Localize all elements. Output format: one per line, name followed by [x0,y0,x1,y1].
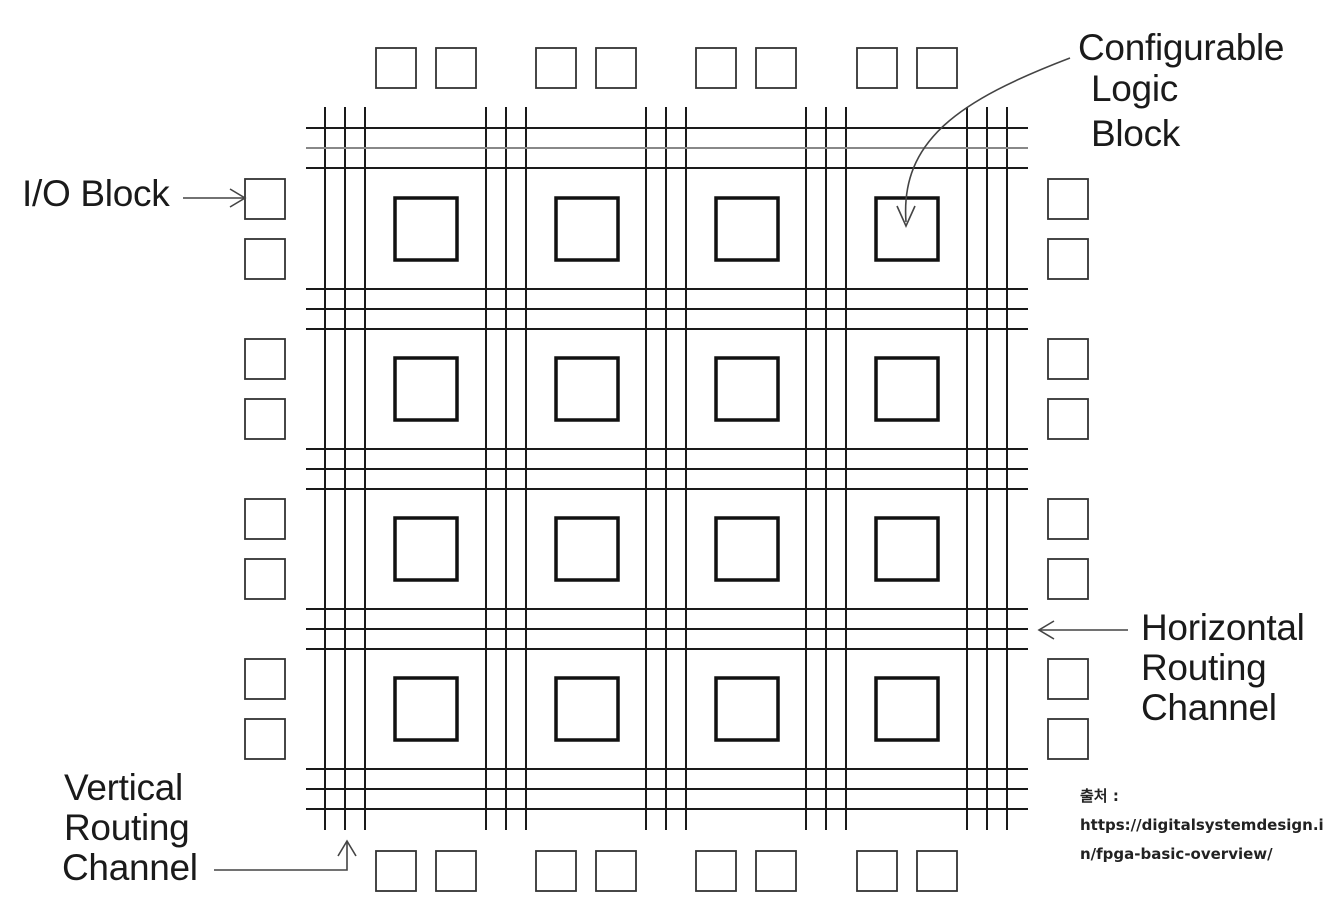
horizontal-arrowhead [1037,620,1055,640]
clb-r4-c3 [714,676,780,742]
vertical-arrowhead [337,839,357,857]
clb-r4-c4 [874,676,940,742]
io-right-4 [1047,398,1089,440]
clb-label-line-1: Configurable [1078,27,1285,68]
clb-r1-c2 [554,196,620,262]
io-left-7 [244,658,286,700]
source-credit: 출처 : https://digitalsystemdesign.i n/fpg… [1080,782,1324,869]
annotation-arrows [183,57,1128,871]
io-top-5 [695,47,737,89]
vertical-label-line-2: Routing [64,807,190,848]
clb-r3-c2 [554,516,620,582]
vertical-channel-label: Vertical Routing Channel [62,767,198,888]
io-bottom-8 [916,850,958,892]
io-left-1 [244,178,286,220]
source-url-line-2[interactable]: n/fpga-basic-overview/ [1080,845,1273,863]
io-bottom-4 [595,850,637,892]
vertical-label-line-3: Channel [62,847,198,888]
io-block-label: I/O Block [22,173,170,214]
vertical-arrow [214,842,348,871]
clb-r2-c2 [554,356,620,422]
configurable-logic-blocks [393,196,940,742]
io-left-4 [244,398,286,440]
source-url-line-1[interactable]: https://digitalsystemdesign.i [1080,816,1324,834]
io-top-2 [435,47,477,89]
io-right-6 [1047,558,1089,600]
io-right-8 [1047,718,1089,760]
io-right-2 [1047,238,1089,280]
clb-label-line-3: Block [1091,113,1180,154]
io-left-8 [244,718,286,760]
io-top-1 [375,47,417,89]
io-left-5 [244,498,286,540]
io-arrowhead [229,188,247,208]
source-prefix: 출처 : [1080,787,1119,805]
clb-r1-c1 [393,196,459,262]
io-right-7 [1047,658,1089,700]
clb-r2-c4 [874,356,940,422]
io-right-5 [1047,498,1089,540]
clb-r1-c3 [714,196,780,262]
clb-r2-c3 [714,356,780,422]
io-right-1 [1047,178,1089,220]
clb-label-line-2: Logic [1091,68,1178,109]
routing-channels [306,107,1028,830]
clb-r1-c4 [874,196,940,262]
clb-arrow [904,57,1071,223]
horizontal-label-line-3: Channel [1141,687,1277,728]
clb-r3-c1 [393,516,459,582]
io-bottom-7 [856,850,898,892]
horizontal-label-line-1: Horizontal [1141,607,1305,648]
clb-arrowhead [896,205,916,228]
io-right-3 [1047,338,1089,380]
io-top-4 [595,47,637,89]
io-left-6 [244,558,286,600]
clb-r3-c4 [874,516,940,582]
clb-r2-c1 [393,356,459,422]
clb-r3-c3 [714,516,780,582]
io-top-3 [535,47,577,89]
horizontal-label-line-2: Routing [1141,647,1267,688]
clb-label: Configurable Logic Block [1078,27,1285,154]
clb-r4-c2 [554,676,620,742]
io-top-7 [856,47,898,89]
io-bottom-3 [535,850,577,892]
io-top-6 [755,47,797,89]
io-left-3 [244,338,286,380]
io-bottom-2 [435,850,477,892]
io-blocks [244,47,1089,892]
io-left-2 [244,238,286,280]
clb-r4-c1 [393,676,459,742]
io-bottom-5 [695,850,737,892]
io-top-8 [916,47,958,89]
io-bottom-6 [755,850,797,892]
vertical-label-line-1: Vertical [64,767,183,808]
horizontal-channel-label: Horizontal Routing Channel [1141,608,1305,728]
io-bottom-1 [375,850,417,892]
